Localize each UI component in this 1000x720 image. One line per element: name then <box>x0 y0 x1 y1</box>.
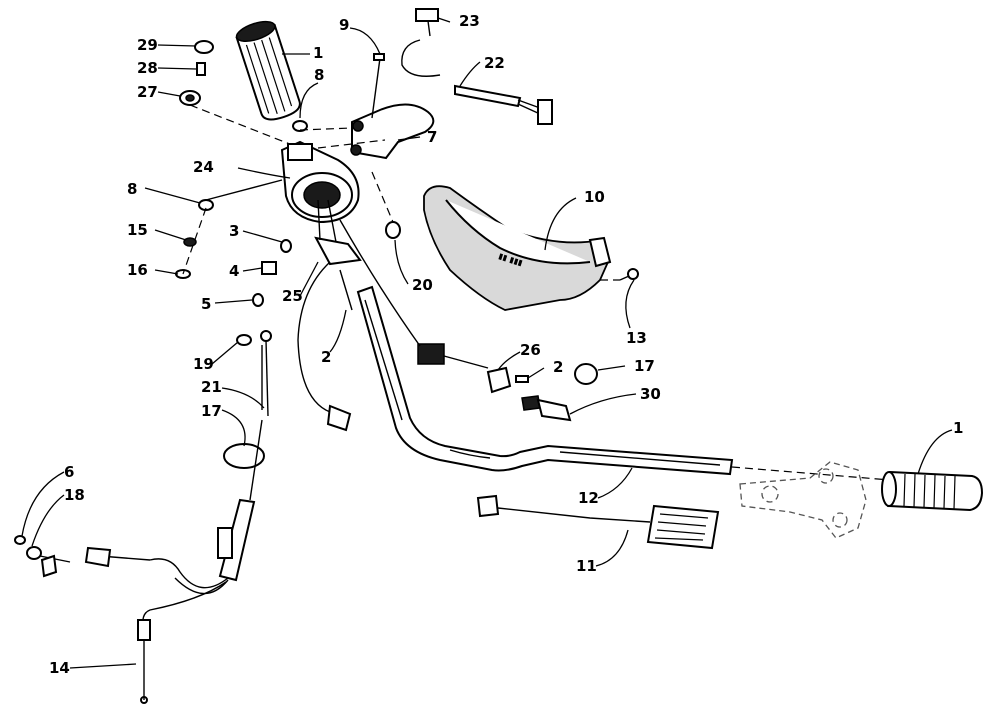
callout-26: 26 <box>520 341 541 359</box>
callout-24: 24 <box>193 158 214 176</box>
nut-4 <box>261 261 277 275</box>
nut-8-top <box>292 120 308 132</box>
callout-10: 10 <box>584 188 605 206</box>
callout-17-right: 17 <box>634 357 655 375</box>
callout-15: 15 <box>127 221 148 239</box>
callout-23: 23 <box>459 12 480 30</box>
callout-29: 29 <box>137 36 158 54</box>
cable-tie-17-right <box>574 363 598 385</box>
left-grip <box>235 20 301 121</box>
callout-9: 9 <box>339 16 349 34</box>
screw-3 <box>280 239 292 253</box>
handlebar <box>356 285 734 476</box>
right-grip-assembly <box>731 461 984 539</box>
callout-12: 12 <box>578 489 599 507</box>
callout-2-right: 2 <box>553 358 563 376</box>
callout-27: 27 <box>137 83 158 101</box>
callout-17-left: 17 <box>201 402 222 420</box>
callout-3: 3 <box>229 222 239 240</box>
callout-4: 4 <box>229 262 239 280</box>
screw-13 <box>619 268 639 281</box>
callout-21: 21 <box>201 378 222 396</box>
handlebar-pad: ▮▮ ▮▮▮ <box>423 185 612 311</box>
callout-6: 6 <box>64 463 74 481</box>
heater-element <box>476 494 720 550</box>
callout-14: 14 <box>49 659 70 677</box>
callout-25: 25 <box>282 287 303 305</box>
callout-11: 11 <box>576 557 597 575</box>
throttle-housing <box>280 140 360 224</box>
callout-8-left: 8 <box>127 180 137 198</box>
callout-labels: 29 28 27 1 8 9 23 22 7 24 8 15 16 3 4 5 … <box>49 12 963 677</box>
heater-harness <box>401 8 553 125</box>
callout-13: 13 <box>626 329 647 347</box>
washer-15 <box>183 237 197 247</box>
callout-1-top: 1 <box>313 44 323 62</box>
callout-20: 20 <box>412 276 433 294</box>
throttle-switch <box>297 199 362 432</box>
callout-5: 5 <box>201 295 211 313</box>
throttle-cable <box>14 330 272 704</box>
callout-28: 28 <box>137 59 158 77</box>
callout-18: 18 <box>64 486 85 504</box>
callout-7: 7 <box>427 128 437 146</box>
screw-5 <box>252 293 264 307</box>
screw-cap-29 <box>194 40 214 54</box>
callout-16: 16 <box>127 261 148 279</box>
kill-switch <box>339 219 572 422</box>
leader-lines <box>21 17 953 669</box>
callout-30: 30 <box>640 385 661 403</box>
bolt-9 <box>371 53 385 119</box>
callout-2-left: 2 <box>321 348 331 366</box>
washer-27 <box>179 90 201 106</box>
nut-20 <box>385 221 401 239</box>
callout-1-right: 1 <box>953 419 963 437</box>
callout-22: 22 <box>484 54 505 72</box>
lever-mount <box>350 103 435 160</box>
callout-19: 19 <box>193 355 214 373</box>
callout-8-top: 8 <box>314 66 324 84</box>
screw-28 <box>196 62 206 76</box>
